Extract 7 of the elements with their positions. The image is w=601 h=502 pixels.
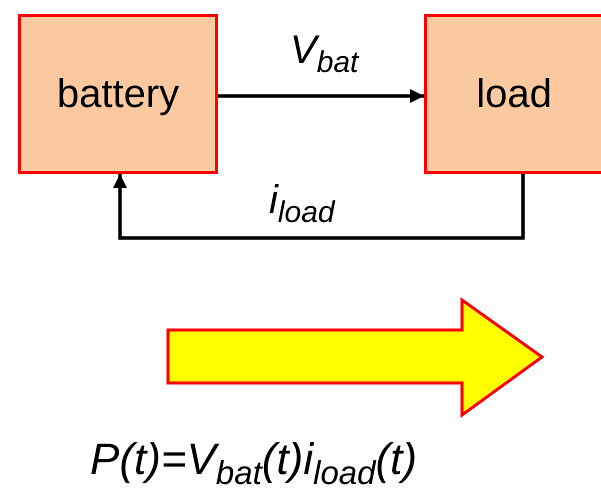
process-box xyxy=(424,14,601,174)
arrow xyxy=(113,174,525,240)
process-box xyxy=(18,14,218,174)
formula: P(t)=V$_{bat}$(t)i$_{load}$(t) xyxy=(90,438,418,489)
node-label: load xyxy=(476,72,552,116)
node-label: battery xyxy=(56,72,180,116)
arrow xyxy=(218,89,424,103)
